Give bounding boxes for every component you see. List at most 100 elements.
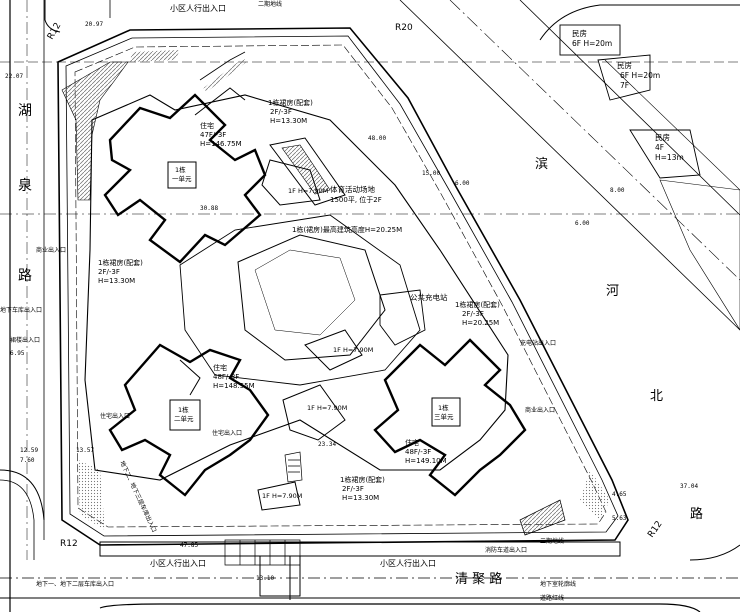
podium-top-height: H=13.30M [270, 117, 307, 125]
pavilion-east-label: 1F H=7.90M [262, 492, 302, 500]
neighbor-3-height: H=13m [655, 153, 684, 162]
tower-2-height: H=148.55M [213, 382, 255, 390]
radius-label-nw: R12 [46, 21, 64, 41]
tower-1-floors: 47F/-3F [200, 131, 226, 139]
pavilion-south-label: 1F H=7.90M [307, 404, 347, 412]
building-labels: 住宅 47F/-3F H=146.75M 1栋 一单元 1栋裙房(配套) 2F/… [98, 98, 500, 502]
entrance-south-ramp: 地下二、地下三层车库出入口 [118, 459, 158, 533]
ev-station-label: 公共充电站 [410, 292, 448, 302]
ramps-and-stairs [224, 451, 566, 566]
tower-1-height: H=146.75M [200, 140, 242, 148]
entrance-east-1: 商业出入口 [525, 406, 555, 414]
dim-left-1: 22.07 [5, 73, 23, 80]
dim-left-4: 7.60 [20, 457, 35, 464]
podium-west-floors: 2F/-3F [98, 268, 120, 276]
neighbor-2-label: 民房 [617, 60, 632, 70]
east-road-char-4: 路 [690, 506, 703, 522]
east-road-char-3: 北 [650, 389, 663, 404]
south-gate-label: 小区人行出入口 [150, 558, 206, 568]
entrance-west-2: 地下车库出入口 [0, 306, 42, 314]
entrance-west-3: 裙楼出入口 [10, 336, 40, 344]
site-boundary [57, 27, 629, 546]
neighbor-2-floors: 7F [620, 81, 629, 90]
podium-east-height: H=20.25M [462, 319, 499, 327]
entrance-labels: 商业出入口 地下车库出入口 裙楼出入口 住宅出入口 住宅出入口 充电站出入口 商… [0, 246, 556, 588]
pavilion-center-label: 1F H=7.90M [333, 346, 373, 354]
dim-east-4: 8.00 [610, 187, 625, 194]
tower-3-name: 住宅 [405, 438, 419, 447]
neighbor-3-label: 民房 [655, 132, 670, 142]
dim-south-1: 47.85 [180, 542, 198, 549]
tower-2-unit: 1栋 [178, 405, 189, 414]
neighbor-buildings [559, 24, 740, 331]
podium-south-height: H=13.30M [342, 494, 379, 502]
entrance-ev-ramp: 充电站出入口 [520, 339, 556, 347]
legend-line-3: 地下室轮廓线 [540, 580, 576, 588]
sports-field-area: 1500平, 位于2F [330, 195, 382, 204]
dim-left-5: 13.57 [76, 447, 94, 454]
entrance-south-fire: 消防车道出入口 [485, 546, 527, 554]
south-gate [99, 541, 621, 600]
west-road-char-3: 路 [18, 268, 32, 284]
podium-west-height: H=13.30M [98, 277, 135, 285]
dim-left-2: 6.95 [10, 350, 25, 357]
ev-station-block [379, 289, 426, 346]
small-pavilions [257, 159, 363, 511]
podium-east-name: 1栋裙房(配套) [455, 300, 500, 309]
west-road-char-2: 泉 [18, 177, 32, 194]
podium-south-name: 1栋裙房(配套) [340, 475, 385, 484]
neighbor-3-info: 4F [655, 143, 664, 152]
hatched-strip-north [130, 50, 180, 62]
east-road-char-1: 滨 [535, 156, 548, 172]
west-road-char-1: 湖 [18, 103, 32, 119]
entrance-res-2: 住宅出入口 [212, 429, 242, 437]
tower-2-name: 住宅 [213, 363, 227, 372]
tower-1-unit2: 一单元 [172, 174, 192, 183]
tower-2-floors: 48F/-3F [213, 373, 239, 381]
podium-south-floors: 2F/-3F [342, 485, 364, 493]
dim-east-2: 6.00 [575, 220, 590, 227]
tower-3 [373, 338, 527, 497]
dim-south-3: 23.34 [318, 441, 336, 448]
podium-west-name: 1栋裙房(配套) [98, 258, 143, 267]
south-gate-label-2: 小区人行出入口 [380, 558, 436, 568]
podium-top-floors: 2F/-3F [270, 108, 292, 116]
dim-south-2: 13.10 [256, 575, 274, 582]
neighbor-1-label: 民房 [572, 28, 587, 38]
tower-2 [108, 343, 270, 497]
legend-labels: 二期地线 二期地线 地下室轮廓线 道路红线 [258, 0, 576, 602]
dim-left-3: 12.59 [20, 447, 38, 454]
entrance-sw-note: 地下一、地下二层车库出入口 [36, 580, 114, 588]
pavilion-north-label: 1F H=7.90M [288, 187, 328, 195]
radius-label-sw: R12 [60, 539, 78, 549]
podium-east-floors: 2F/-3F [462, 310, 484, 318]
planting-area-west [78, 460, 105, 530]
tower-1 [103, 51, 267, 264]
tower-3-height: H=149.10M [405, 457, 447, 465]
legend-line-1: 二期地线 [258, 0, 282, 8]
neighbor-1-info: 6F H=20m [572, 39, 612, 48]
dim-inner-3: 30.88 [200, 205, 218, 212]
tower-3-unit2: 三单元 [434, 412, 454, 421]
south-road-label: 清 聚 路 [455, 571, 502, 587]
dimension-labels: 20.97 22.07 6.95 12.59 7.60 13.57 47.85 … [5, 21, 698, 582]
dim-top-left: 20.97 [85, 21, 103, 28]
legend-line-2: 二期地线 [540, 537, 564, 545]
dim-inner-2: 6.00 [455, 180, 470, 187]
tower-3-floors: 48F/-3F [405, 448, 431, 456]
podium-height-note: 1栋(裙房)最高建筑高度H=20.25M [292, 225, 402, 234]
tower-3-unit: 1栋 [438, 403, 449, 412]
sports-field-name: 体育活动场地 [330, 184, 375, 194]
tower-1-name: 住宅 [200, 121, 214, 130]
planting-area-east [580, 470, 610, 520]
dim-inner-4: 48.00 [368, 135, 386, 142]
neighbor-2-info: 6F H=20m [620, 71, 660, 80]
tower-1-unit: 1栋 [175, 165, 186, 174]
dim-inner-1: 15.00 [422, 170, 440, 177]
entrance-west-1: 商业出入口 [36, 246, 66, 254]
neighbor-labels: 民房 6F H=20m 民房 6F H=20m 7F 民房 4F H=13m [572, 28, 684, 162]
dim-east-3: 5.63 [612, 515, 627, 522]
legend-line-4: 道路红线 [540, 594, 564, 602]
